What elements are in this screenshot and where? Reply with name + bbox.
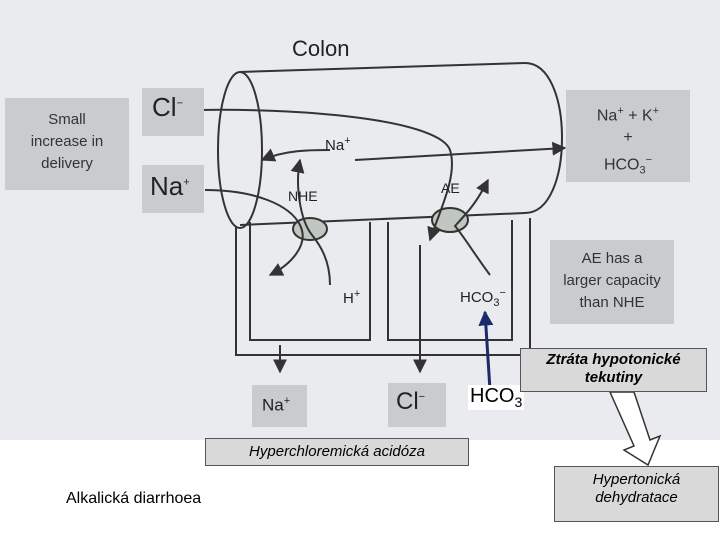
nhe-label: NHE (288, 188, 318, 204)
na-lumen-label: Na+ (150, 171, 190, 201)
cl-out-label: Cl− (396, 388, 426, 415)
na-out-box (252, 385, 307, 427)
alkalicka-text: Alkalická diarrhoea (66, 490, 202, 507)
small-increase-box (5, 98, 129, 190)
small-increase-line1: Small (48, 111, 86, 128)
cl-out-box (388, 383, 446, 427)
right-ions-text: Na+ + K+ + HCO3− (596, 105, 660, 177)
cell-boxes (235, 218, 531, 356)
hypertonicka-callout: Hypertonická dehydratace (554, 466, 719, 522)
ztrata-callout: Ztráta hypotonické tekutiny (520, 348, 707, 392)
colon-title: Colon (292, 36, 350, 61)
cl-lumen-box (142, 88, 204, 136)
na-flow-arrow (204, 189, 304, 276)
hollow-pointer-arrow (608, 391, 662, 467)
na-lumen-box (142, 165, 204, 213)
ae-capacity-line3: than NHE (579, 294, 645, 311)
lumen-to-right-arrow (354, 141, 567, 161)
h-label: H+ (343, 288, 361, 307)
na-inner-label: Na+ (325, 135, 351, 154)
small-increase-line3: delivery (41, 155, 93, 172)
hco3-arrow (453, 178, 491, 276)
ae-capacity-line1: AE has a (581, 250, 643, 267)
ae-label: AE (441, 180, 460, 196)
colon-cylinder (217, 62, 564, 229)
right-ions-box (566, 90, 690, 182)
small-increase-text: Small increase in delivery (5, 109, 129, 175)
hco3-big-label: HCO3 (468, 385, 525, 410)
nhe-transporter (292, 217, 328, 241)
na-loop-arrow (260, 148, 331, 162)
ae-capacity-box (550, 240, 674, 324)
ae-capacity-line2: larger capacity (563, 272, 661, 289)
h-arrow (290, 158, 331, 286)
hco3-blue-arrow (478, 310, 494, 391)
hyperchlor-callout: Hyperchloremická acidóza (205, 438, 469, 466)
small-increase-line2: increase in (30, 133, 104, 150)
hco3-inner-label: HCO3− (460, 287, 506, 309)
cl-lumen-label: Cl− (152, 92, 183, 122)
cl-flow-arrow (197, 108, 453, 242)
ae-transporter (431, 207, 469, 233)
na-out-label: Na+ (262, 395, 291, 415)
flow-arrows (197, 108, 567, 374)
ae-capacity-text: AE has a larger capacity than NHE (550, 248, 674, 314)
